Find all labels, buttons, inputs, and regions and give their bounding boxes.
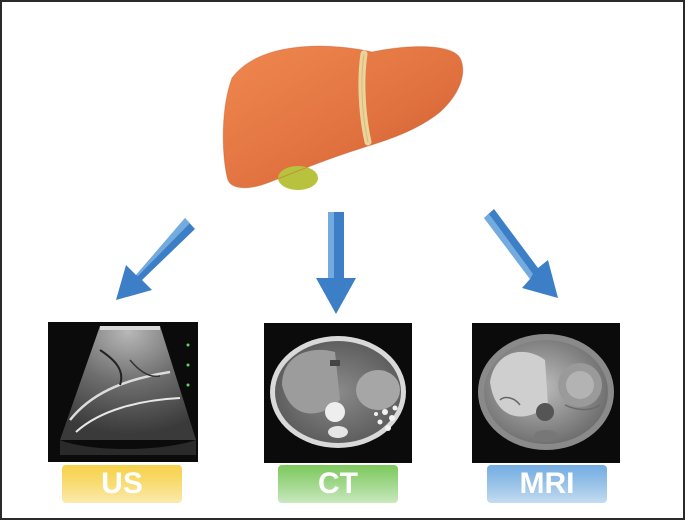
ct-label-text: CT — [318, 467, 358, 500]
liver-icon — [222, 45, 464, 190]
us-label: US — [62, 465, 182, 503]
mri-label: MRI — [487, 465, 607, 503]
us-scan-image — [48, 322, 198, 462]
mri-scan-image — [472, 323, 620, 463]
mri-label-text: MRI — [520, 467, 575, 500]
us-label-text: US — [101, 467, 143, 500]
ct-label: CT — [278, 465, 398, 503]
arrow-down-right-icon — [484, 209, 558, 298]
arrow-down-icon — [316, 212, 356, 314]
gallbladder-shape — [278, 166, 318, 190]
arrow-down-left-icon — [116, 218, 195, 300]
ct-scan-image — [264, 323, 412, 463]
